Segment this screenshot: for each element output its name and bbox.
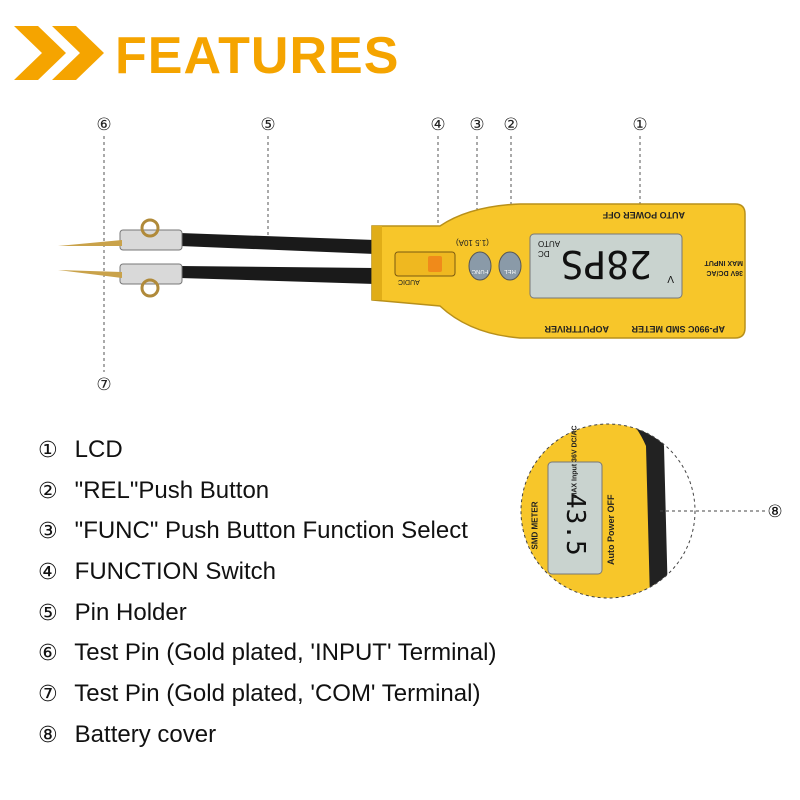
feature-number: ④ xyxy=(38,560,58,586)
feature-label: Battery cover xyxy=(74,720,217,748)
feature-number: ③ xyxy=(38,519,58,545)
callout-3: ③ xyxy=(469,115,485,135)
list-item: ⑤ Pin Holder xyxy=(38,593,496,634)
feature-number: ⑤ xyxy=(38,600,58,626)
meter-body xyxy=(371,203,746,339)
list-item: ⑦ Test Pin (Gold plated, 'COM' Terminal) xyxy=(38,674,496,715)
zoom-smd-meter: SMD METER xyxy=(530,501,540,550)
zoom-lcd-reading: 43.5 xyxy=(560,493,590,556)
feature-number: ⑥ xyxy=(38,641,58,667)
feature-label: Pin Holder xyxy=(74,598,187,626)
feature-label: FUNCTION Switch xyxy=(74,558,277,586)
double-chevron-right-icon xyxy=(14,26,104,80)
callout-1: ① xyxy=(632,115,648,135)
feature-number: ⑧ xyxy=(38,722,58,748)
pin-holder xyxy=(119,218,375,298)
list-item: ④ FUNCTION Switch xyxy=(38,552,496,593)
feature-label: Test Pin (Gold plated, 'INPUT' Terminal) xyxy=(74,639,497,667)
zoom-max-input: MAX Input 36V DC/AC xyxy=(571,425,579,499)
feature-number: ① xyxy=(38,438,58,463)
features-list: ① LCD ② "REL"Push Button ③ "FUNC" Push B… xyxy=(38,430,496,756)
feature-label: LCD xyxy=(74,436,123,463)
zoom-auto-power-off: Auto Power OFF xyxy=(606,494,616,566)
feature-label: Test Pin (Gold plated, 'COM' Terminal) xyxy=(74,680,481,708)
callout-4: ④ xyxy=(430,115,446,135)
callout-2: ② xyxy=(503,115,519,135)
page-title: FEATURES xyxy=(115,27,400,85)
callout-8: ⑧ xyxy=(767,502,783,522)
list-item: ① LCD xyxy=(38,430,496,471)
list-item: ② "REL"Push Button xyxy=(38,471,496,512)
feature-label: "REL"Push Button xyxy=(74,476,270,504)
test-pins xyxy=(58,240,122,278)
callout-5: ⑤ xyxy=(260,115,276,135)
header: FEATURES xyxy=(0,18,800,88)
feature-number: ② xyxy=(38,478,58,504)
feature-number: ⑦ xyxy=(38,682,58,708)
list-item: ③ "FUNC" Push Button Function Select xyxy=(38,511,496,552)
callout-7: ⑦ xyxy=(96,375,112,395)
feature-label: "FUNC" Push Button Function Select xyxy=(74,517,468,545)
list-item: ⑧ Battery cover xyxy=(38,715,496,756)
list-item: ⑥ Test Pin (Gold plated, 'INPUT' Termina… xyxy=(38,633,496,674)
callout-6: ⑥ xyxy=(96,115,112,135)
